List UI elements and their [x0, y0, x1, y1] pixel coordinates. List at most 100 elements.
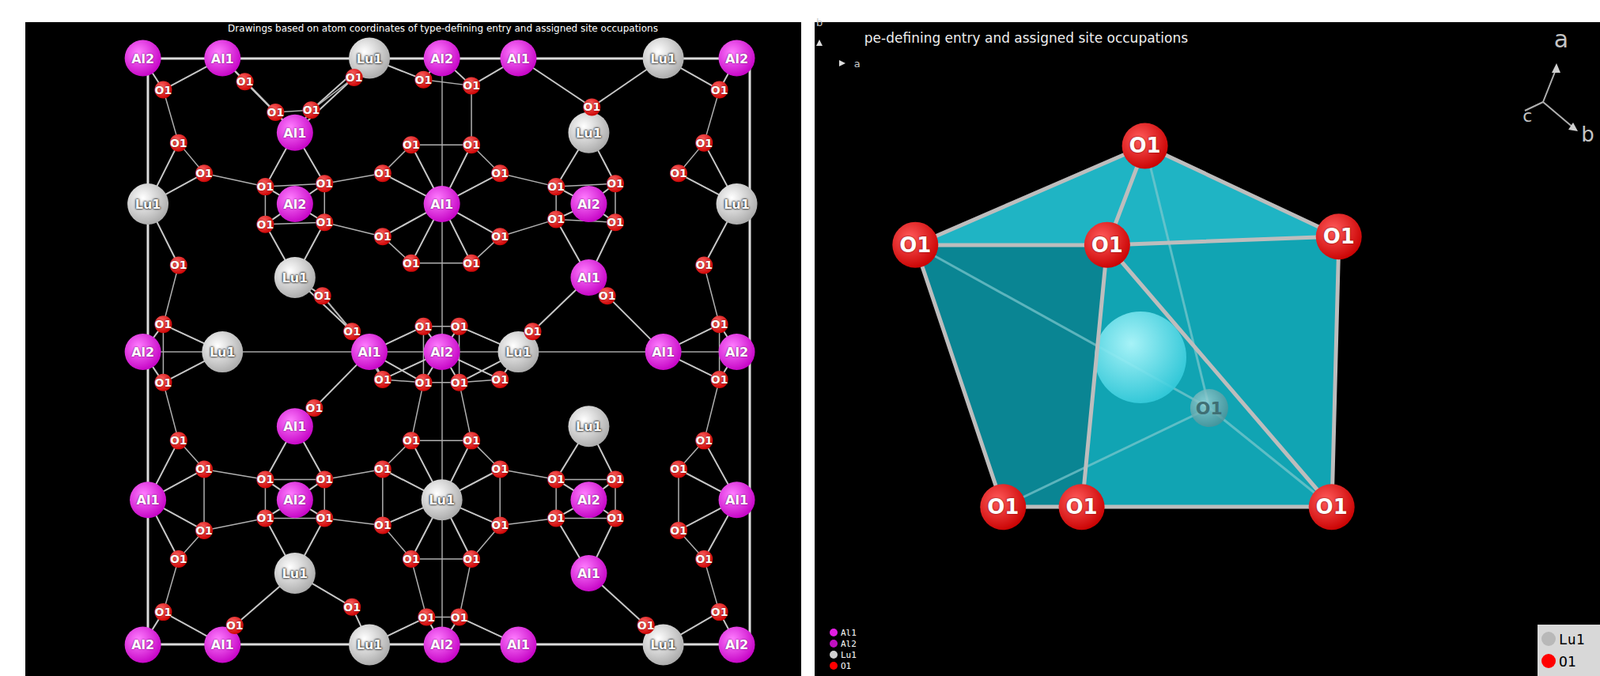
atom-sphere: [315, 509, 333, 527]
atom-sphere: [718, 626, 756, 663]
atom-label: O1: [155, 317, 173, 331]
atom-sphere: [718, 481, 756, 519]
atom-label: O1: [257, 180, 275, 193]
atom-label: Al1: [283, 124, 307, 140]
atom-label: O1: [343, 325, 361, 338]
atom-label: O1: [450, 611, 469, 625]
atom-label: Al2: [430, 344, 454, 360]
bond-line: [459, 559, 472, 618]
atom-label: O1: [170, 136, 188, 150]
atom-sphere: [462, 136, 481, 154]
atom-label: O1: [1091, 233, 1124, 258]
atom-label: O1: [315, 511, 333, 525]
atom-label: O1: [695, 552, 713, 566]
atom-label: O1: [315, 215, 333, 229]
atom-sphere: [711, 315, 729, 333]
small-axis-head: [816, 39, 823, 46]
atom-sphere: [402, 136, 420, 154]
atom-sphere: [606, 174, 625, 193]
atom-label: O1: [606, 177, 625, 190]
atom-label: O1: [402, 434, 420, 447]
atom-label: Lu1: [575, 419, 602, 435]
atom-label: O1: [170, 434, 188, 447]
atom-label: O1: [374, 518, 392, 532]
axis-label: c: [1522, 105, 1532, 125]
atom-sphere: [491, 516, 509, 534]
atom-sphere: [345, 68, 364, 87]
atom-label: Al2: [577, 196, 601, 212]
atom-label: O1: [491, 462, 509, 476]
legend-box: [1537, 624, 1600, 676]
atom-sphere: [302, 101, 321, 119]
atom-label: O1: [257, 218, 275, 231]
atom-sphere: [1316, 213, 1362, 260]
bond-line: [703, 264, 719, 325]
atom-sphere: [695, 256, 713, 274]
atom-sphere: [711, 603, 729, 621]
bond-line: [459, 382, 472, 442]
bond-line: [703, 379, 719, 441]
axis-label: b: [1581, 122, 1595, 147]
atom-sphere: [414, 71, 432, 89]
atom-label: O1: [711, 83, 729, 97]
atom-sphere: [570, 481, 607, 519]
atom-sphere: [351, 333, 388, 371]
bond-line: [162, 264, 178, 325]
atom-label: O1: [669, 166, 688, 180]
atom-label: O1: [267, 105, 285, 119]
bond-line: [411, 262, 472, 265]
legend-label: Lu1: [1558, 631, 1585, 648]
legend-label: Al2: [840, 639, 857, 650]
atom-label: Lu1: [575, 124, 602, 140]
atom-label: O1: [462, 552, 481, 566]
atom-sphere: [499, 40, 537, 77]
atom-label: Al2: [430, 637, 454, 653]
atom-sphere: [669, 521, 688, 540]
atom-sphere: [462, 550, 481, 568]
atom-sphere: [462, 254, 481, 273]
small-axis-head: [839, 60, 846, 67]
atom-sphere: [124, 333, 162, 371]
atom-label: Al2: [725, 344, 749, 360]
atom-sphere: [256, 509, 274, 527]
atom-label: O1: [491, 518, 509, 532]
atom-sphere: [711, 81, 729, 99]
atom-sphere: [348, 624, 390, 666]
atom-sphere: [421, 479, 463, 521]
bond-line: [203, 469, 205, 530]
atom-sphere: [570, 555, 607, 592]
atom-sphere: [129, 481, 167, 519]
atom-label: O1: [695, 258, 713, 272]
atom-sphere: [570, 185, 607, 223]
atom-sphere: [256, 177, 274, 196]
atom-label: Al2: [283, 196, 307, 212]
atom-sphere: [567, 405, 609, 447]
atom-label: O1: [1195, 398, 1223, 419]
atom-label: O1: [170, 552, 188, 566]
atom-label: O1: [1323, 224, 1355, 249]
bond-line: [677, 469, 680, 530]
atom-label: O1: [598, 289, 617, 303]
atom-label: Al2: [283, 492, 307, 508]
atom-sphere: [1190, 389, 1229, 428]
atom-sphere: [450, 374, 469, 392]
atom-label: O1: [417, 611, 435, 625]
atom-sphere: [195, 521, 213, 540]
atom-label: O1: [711, 605, 729, 619]
atom-label: O1: [415, 320, 433, 333]
legend-label: O1: [1558, 653, 1577, 670]
atom-label: O1: [491, 230, 509, 243]
atom-label: O1: [195, 524, 213, 538]
atom-label: Al2: [725, 50, 749, 66]
atom-sphere: [201, 331, 243, 373]
atom-label: Al2: [131, 637, 155, 653]
atom-sphere: [645, 333, 682, 371]
bond-line: [411, 143, 472, 146]
atom-sphere: [195, 460, 213, 478]
atom-sphere: [491, 227, 509, 246]
atom-label: O1: [899, 233, 931, 258]
atom-sphere: [1308, 484, 1355, 530]
atom-label: O1: [155, 605, 173, 619]
atom-label: O1: [1128, 133, 1161, 158]
